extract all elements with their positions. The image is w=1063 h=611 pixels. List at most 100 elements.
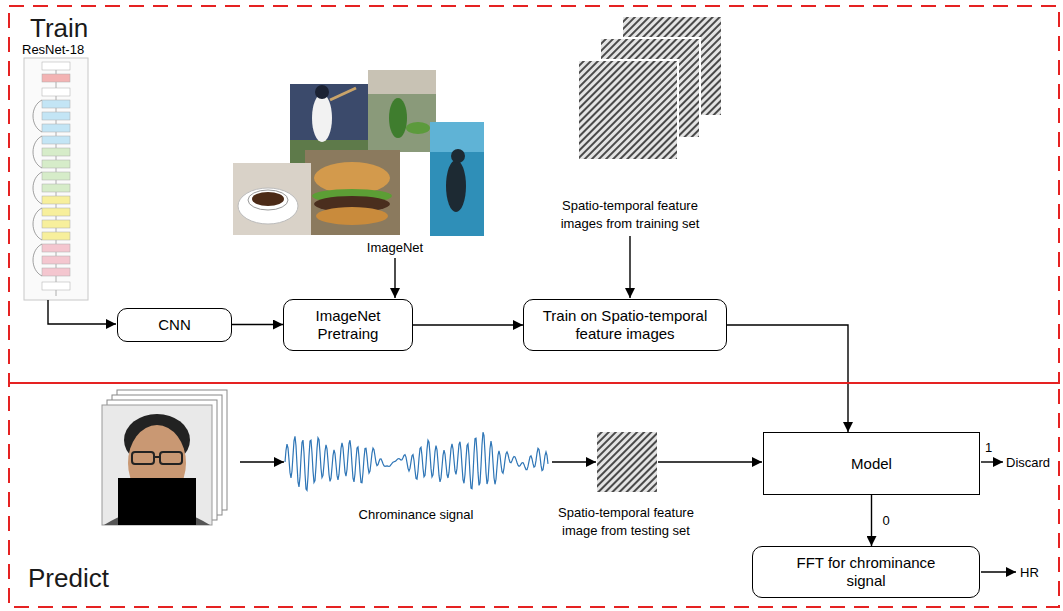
caption-text: Discard: [1006, 455, 1050, 470]
imagenet-photos: [430, 122, 484, 236]
chrominance-waveform: [285, 432, 548, 490]
imagenet-photos: [312, 94, 332, 142]
resnet-thumbnail: [42, 172, 70, 180]
training-feature-images: [578, 60, 678, 160]
flow-arrows: [981, 461, 1003, 462]
flow-arrows: [394, 258, 395, 298]
caption-text: HR: [1020, 565, 1039, 580]
caption-holder: 1: [985, 438, 1005, 456]
face-video-frames: [132, 452, 154, 464]
region-panel: TrainCNN ImageNet Pretraing Train on Spati…: [8, 5, 1060, 384]
imagenet-photos: [430, 122, 484, 152]
dashed-border: [9, 383, 1059, 607]
caption-text: Chrominance signal: [359, 507, 474, 522]
box-label: Model: [851, 455, 892, 473]
testing-feature-image: [597, 432, 657, 492]
resnet-thumbnail: [42, 220, 70, 228]
chrominance-waveform: [285, 432, 548, 490]
dashed-border: [9, 6, 1059, 383]
caption-holder: Spatio-temporal feature images from trai…: [540, 196, 720, 232]
resnet-thumbnail: [42, 88, 70, 96]
resnet-thumbnail: [33, 172, 42, 204]
caption-text: ImageNet: [367, 240, 423, 255]
resnet-thumbnail: [42, 100, 70, 108]
resnet-thumbnail: [42, 124, 70, 132]
face-video-frames: [102, 405, 212, 525]
face-video-frames: [160, 452, 182, 464]
resnet-thumbnail: [33, 208, 42, 240]
imagenet-photos: [238, 188, 298, 224]
caption-holder: Chrominance signal: [316, 505, 516, 523]
resnet-thumbnail: [24, 58, 88, 300]
region-panel: Predict ModelFFT for chrominance signal: [8, 382, 1060, 608]
resnet-thumbnail: [42, 74, 70, 82]
resnet-thumbnail: [33, 100, 42, 132]
face-video-frames: [118, 478, 196, 525]
imagenet-photos: [368, 70, 436, 94]
resnet-thumbnail: [42, 256, 70, 264]
caption-holder: ImageNet: [335, 238, 455, 256]
resnet-thumbnail: [42, 196, 70, 204]
testing-feature-image: [597, 432, 657, 492]
box-label: ImageNet Pretraing: [298, 307, 398, 343]
caption-text: Spatio-temporal feature image from testi…: [558, 505, 694, 538]
flow-arrows: [629, 236, 630, 298]
flow-arrows: [658, 461, 762, 462]
resnet-thumbnail: [42, 268, 70, 276]
flow-arrows: [48, 236, 1016, 572]
imagenet-photos: [316, 207, 388, 225]
flow-arrows: [981, 571, 1016, 572]
flow-arrow: [413, 324, 523, 325]
process-box: CNN: [117, 308, 232, 342]
resnet-thumbnail: [42, 232, 70, 240]
resnet-thumbnail: [42, 184, 70, 192]
imagenet-photos: [305, 150, 400, 235]
region-title: Predict: [28, 563, 109, 594]
box-label: CNN: [158, 316, 191, 334]
caption-text: Spatio-temporal feature images from trai…: [561, 198, 700, 231]
imagenet-photos: [451, 149, 465, 163]
resnet-thumbnail: [42, 160, 70, 168]
resnet-thumbnail: [42, 282, 70, 290]
edge-label-holder: 0: [881, 511, 892, 529]
imagenet-photos: [233, 163, 311, 235]
caption-holder: HR: [1020, 563, 1060, 581]
process-box: FFT for chrominance signal: [752, 546, 980, 598]
resnet-thumbnail: [33, 244, 42, 276]
flow-arrow: [871, 495, 872, 546]
imagenet-photos: [368, 70, 436, 152]
flow-arrows: [48, 300, 116, 324]
process-box: Train on Spatio-temporal feature images: [523, 299, 727, 351]
flow-arrow: [232, 324, 283, 325]
imagenet-photos: [248, 190, 288, 210]
process-box: ImageNet Pretraing: [283, 299, 413, 351]
imagenet-photos: [446, 160, 466, 212]
imagenet-photos: [330, 88, 356, 100]
resnet-thumbnail: [42, 148, 70, 156]
region-title: Train: [30, 13, 88, 44]
box-label: Train on Spatio-temporal feature images: [533, 307, 717, 343]
caption-text: ResNet-18: [22, 42, 84, 57]
imagenet-photos: [406, 122, 430, 134]
flow-arrow: [727, 325, 848, 432]
face-video-frames: [154, 456, 160, 458]
imagenet-photos: [315, 85, 329, 99]
training-feature-images: [578, 16, 722, 160]
resnet-thumbnail: [24, 58, 88, 300]
caption-holder: ResNet-18: [22, 40, 112, 58]
caption-text: 1: [985, 440, 992, 455]
caption-holder: Spatio-temporal feature image from testi…: [541, 503, 711, 539]
imagenet-photos: [233, 70, 484, 236]
resnet-thumbnail: [33, 136, 42, 168]
region-title-holder: Predict: [28, 563, 109, 594]
edge-label: 0: [883, 513, 890, 528]
imagenet-photos: [389, 98, 407, 138]
flow-arrows: [552, 461, 596, 462]
process-box: Model: [763, 432, 980, 495]
box-label: FFT for chrominance signal: [786, 554, 946, 590]
caption-holder: Discard: [1006, 453, 1061, 471]
resnet-thumbnail: [42, 62, 70, 70]
resnet-thumbnail: [42, 136, 70, 144]
face-video-frames: [102, 390, 227, 525]
